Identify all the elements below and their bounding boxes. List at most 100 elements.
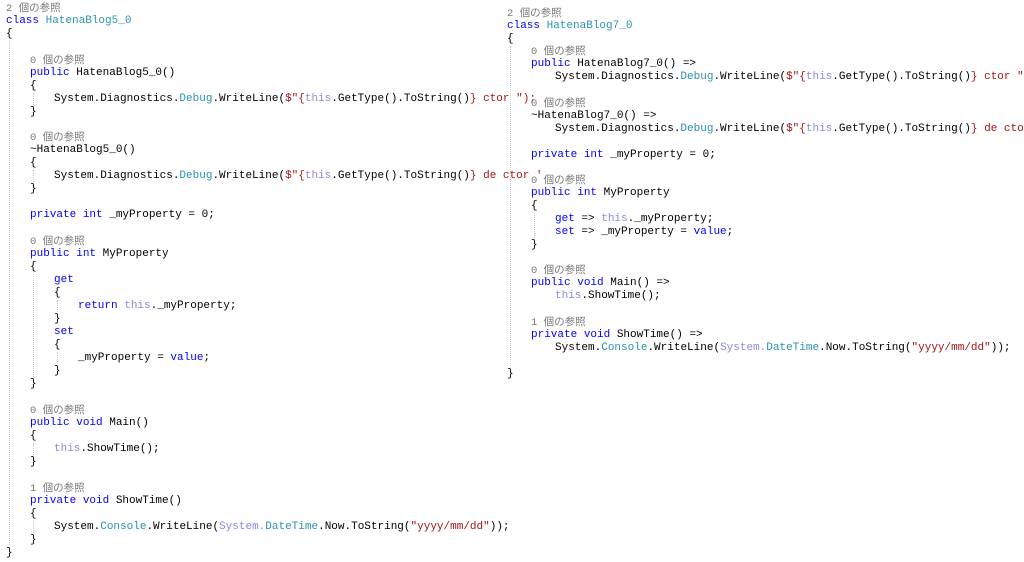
code-line: _myProperty = value; [78,352,210,365]
code-line: set [54,326,74,339]
code-token: } [6,547,13,559]
code-line: System.Console.WriteLine(System.DateTime… [54,521,510,534]
reference-count-lens[interactable]: 0 個の参照 [531,98,586,111]
code-token: void [82,495,116,507]
code-token: 0 個の参照 [531,98,586,110]
code-token: } [54,313,61,325]
code-token: $"{ [285,170,305,182]
code-token: 0 個の参照 [30,55,85,67]
reference-count-lens[interactable]: 0 個の参照 [30,405,85,418]
code-token: _myProperty = 0; [610,149,716,161]
code-token: .GetType().ToString() [331,93,470,105]
code-token: .Now.ToString( [819,342,912,354]
reference-count-lens[interactable]: 1 個の参照 [30,483,85,496]
code-token: ~HatenaBlog7_0() => [531,110,657,122]
code-token: ; [726,226,734,238]
code-token: 0 個の参照 [531,46,586,58]
code-token: _myProperty = [78,352,171,364]
code-token: public [531,277,578,289]
code-token: _myProperty = 0; [109,209,215,221]
code-token: this [304,170,332,182]
code-token: ._myProperty; [627,213,714,225]
code-line: get [54,274,74,287]
code-token: .WriteLine( [146,521,220,533]
reference-count-lens[interactable]: 2 個の参照 [507,8,562,21]
reference-count-lens[interactable]: 0 個の参照 [531,46,586,59]
code-line: { [54,339,61,352]
code-line: } [507,368,514,381]
code-token: ; [203,352,211,364]
indent-guide [33,93,34,105]
reference-count-lens[interactable]: 0 個の参照 [30,236,85,249]
code-token: } ctor "); [469,93,536,105]
reference-count-lens[interactable]: 0 個の参照 [30,55,85,68]
code-line: { [30,508,37,521]
code-token: } [30,378,37,390]
code-token: } [30,456,37,468]
code-token: 2 個の参照 [507,8,562,20]
code-token: void [583,329,617,341]
indent-guide [33,443,34,455]
code-line: ~HatenaBlog7_0() => [531,110,656,123]
code-token: void [76,417,110,429]
code-line: public int MyProperty [30,248,169,261]
code-token: Debug [179,170,213,182]
code-line: private int _myProperty = 0; [531,149,716,162]
code-token: public [30,417,77,429]
code-token: ShowTime() [115,495,182,507]
indent-guide [33,521,34,533]
code-line: System.Diagnostics.Debug.WriteLine($"{th… [54,93,536,106]
code-token: public [30,67,77,79]
code-line: this.ShowTime(); [555,290,661,303]
code-token: value [693,226,727,238]
code-token: System.Diagnostics. [54,93,180,105]
code-token: { [54,339,61,351]
code-token: $"{ [285,93,305,105]
code-token: Main() => [610,277,670,289]
code-token: this [555,290,582,302]
code-token: this [805,123,833,135]
code-token: System.Diagnostics. [54,170,180,182]
code-token: { [6,28,13,40]
reference-count-lens[interactable]: 0 個の参照 [531,265,586,278]
reference-count-lens[interactable]: 0 個の参照 [30,132,85,145]
code-token: public [531,58,578,70]
code-token: .WriteLine( [713,123,787,135]
code-token: .WriteLine( [647,342,721,354]
code-token: )); [990,342,1011,354]
code-token: .ShowTime(); [80,443,160,455]
code-token: 1 個の参照 [30,483,85,495]
code-line: } [30,456,37,469]
code-line: { [30,430,37,443]
code-token: Console [601,342,648,354]
code-token: { [30,157,37,169]
indent-guide [57,300,58,312]
code-token: HatenaBlog7_0 [546,20,633,32]
code-token: 0 個の参照 [30,405,85,417]
code-line: System.Diagnostics.Debug.WriteLine($"{th… [555,123,1024,136]
indent-guide [57,352,58,364]
code-token: set [555,226,575,238]
code-token: System.Diagnostics. [555,123,681,135]
code-token: 0 個の参照 [30,132,85,144]
code-line: { [30,157,37,170]
indent-guide [534,213,535,238]
code-token: class [6,15,46,27]
code-token: { [30,508,37,520]
indent-guide [510,46,511,366]
indent-guide [33,170,34,182]
reference-count-lens[interactable]: 2 個の参照 [6,3,61,16]
code-token: System. [219,521,266,533]
code-token: { [30,261,37,273]
code-token: .WriteLine( [212,93,286,105]
code-token: int [76,248,103,260]
code-token: DateTime [265,521,319,533]
code-token: int [583,149,611,161]
code-token: private [30,209,83,221]
reference-count-lens[interactable]: 1 個の参照 [531,317,586,330]
code-line: { [30,80,37,93]
code-token: } [531,239,538,251]
reference-count-lens[interactable]: 0 個の参照 [531,175,586,188]
